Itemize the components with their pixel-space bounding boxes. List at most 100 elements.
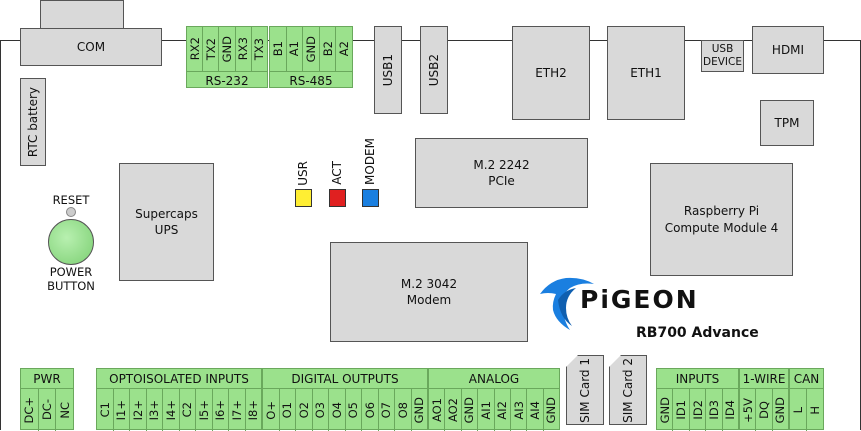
inputs-pin-label: ID4 <box>723 400 738 420</box>
pwr-pin: NC <box>55 389 73 431</box>
pwr-pin-label: DC+ <box>22 396 37 424</box>
opto-pin-label: I8+ <box>246 399 261 421</box>
onewire-pin: DQ <box>755 389 771 431</box>
opto-pin-label: I1+ <box>114 399 129 421</box>
inputs-pin-label: ID2 <box>690 400 705 420</box>
rs485-label: RS-485 <box>289 73 333 88</box>
analog-pin-label: AI3 <box>511 400 526 420</box>
can-pin-label: L <box>791 406 805 414</box>
digital-pin: O2 <box>295 389 312 431</box>
analog-pin: AI2 <box>493 389 510 431</box>
analog-pin: AO1 <box>429 389 444 431</box>
eth2-label: ETH2 <box>535 65 567 80</box>
analog-label: ANALOG <box>429 369 559 389</box>
rs232-pin-label: TX2 <box>203 37 218 61</box>
analog-pin-label: AI4 <box>527 400 542 420</box>
rs485-pin-label: A1 <box>287 41 302 57</box>
can-label: CAN <box>790 369 823 389</box>
usb-device-label-2: DEVICE <box>703 56 742 68</box>
led-act-label: ACT <box>330 161 344 185</box>
digital-pin: O4 <box>328 389 345 431</box>
cm4-label-1: Raspberry Pi <box>683 204 760 219</box>
onewire-label: 1-WIRE <box>740 369 788 389</box>
pwr-pin-label: DC- <box>40 399 54 421</box>
analog-pin-label: GND <box>462 396 477 424</box>
opto-pin: I5+ <box>195 389 212 431</box>
rs485-pin: A1 <box>285 27 303 71</box>
digital-pin: O+ <box>263 389 279 431</box>
hdmi-port: HDMI <box>752 26 824 74</box>
power-button-label-2: BUTTON <box>47 278 95 293</box>
opto-pin: I6+ <box>211 389 229 431</box>
analog-pin: AI3 <box>509 389 526 431</box>
onewire-pin: +5V <box>740 389 755 431</box>
opto-pin-label: I7+ <box>229 399 244 421</box>
digital-pin: O8 <box>394 389 411 431</box>
led-modem-label: MODEM <box>363 138 377 185</box>
digital-pin: O7 <box>377 389 395 431</box>
digital-pin-label: GND <box>412 396 427 424</box>
pwr-pin-label: NC <box>57 401 72 419</box>
opto-label: OPTOISOLATED INPUTS <box>97 369 261 389</box>
inputs-pin: ID4 <box>721 389 738 431</box>
digital-pin: O3 <box>311 389 329 431</box>
can-pin: H <box>806 389 823 431</box>
tpm-label: TPM <box>774 115 800 130</box>
m2-2242-label-2: PCIe <box>488 174 515 188</box>
eth2-port: ETH2 <box>512 26 590 120</box>
usb1-port: USB1 <box>374 26 402 114</box>
rs232-pin: RX3 <box>234 27 251 71</box>
power-button-label-1: POWER <box>49 265 93 279</box>
rs232-pin: GND <box>218 27 234 71</box>
opto-pin-label: I2+ <box>130 399 145 421</box>
reset-button[interactable] <box>66 207 76 217</box>
usb2-port: USB2 <box>420 26 448 114</box>
pwr-pin: DC+ <box>21 389 38 431</box>
reset-label: RESET <box>52 193 90 207</box>
rs232-pin: TX3 <box>250 27 267 71</box>
opto-pin-label: I3+ <box>147 399 162 421</box>
brand-logo-text: PiGEON <box>580 285 699 314</box>
pigeon-logo-icon <box>540 277 594 330</box>
opto-pin-label: I5+ <box>196 399 211 421</box>
power-button-label: POWER BUTTON <box>40 265 102 294</box>
power-button[interactable] <box>48 219 94 265</box>
supercaps-label-1: Supercaps <box>135 206 198 221</box>
inputs-pin: ID1 <box>672 389 688 431</box>
opto-pin-label: I6+ <box>213 399 228 421</box>
rs485-pin-label: GND <box>303 35 318 63</box>
digital-pin-label: O5 <box>346 401 361 419</box>
can-pin-label: H <box>808 405 822 415</box>
analog-pin-label: AO2 <box>446 397 461 423</box>
pwr-pin: DC- <box>37 389 56 431</box>
digital-pin-label: O3 <box>313 401 328 419</box>
m2-2242-label-1: M.2 2242 <box>473 157 530 172</box>
inputs-label: INPUTS <box>657 369 738 389</box>
digital-pin: O5 <box>344 389 362 431</box>
analog-pin: AI4 <box>526 389 542 431</box>
eth1-label: ETH1 <box>630 65 662 80</box>
digital-label: DIGITAL OUTPUTS <box>263 369 427 389</box>
digital-pin-label: O8 <box>395 401 410 419</box>
onewire-pin: GND <box>771 389 788 431</box>
eth1-port: ETH1 <box>607 26 685 120</box>
pwr-label: PWR <box>21 369 73 389</box>
rs485-pin-label: B2 <box>320 41 335 57</box>
opto-pin: I7+ <box>228 389 245 431</box>
led-modem-group: MODEM <box>360 136 380 208</box>
brand-model: RB700 Advance <box>636 325 759 341</box>
rs485-pin: A2 <box>335 27 352 71</box>
sim-card-2-notch <box>609 355 621 367</box>
analog-pin: AI1 <box>477 389 493 431</box>
opto-pin-label: I4+ <box>163 399 178 421</box>
inputs-pin-label: ID3 <box>706 400 721 420</box>
rs485-pin: B1 <box>270 27 286 71</box>
rs485-pin-label: A2 <box>337 41 352 57</box>
inputs-pin-label: ID1 <box>674 400 689 420</box>
analog-pin-label: AI1 <box>478 400 493 420</box>
